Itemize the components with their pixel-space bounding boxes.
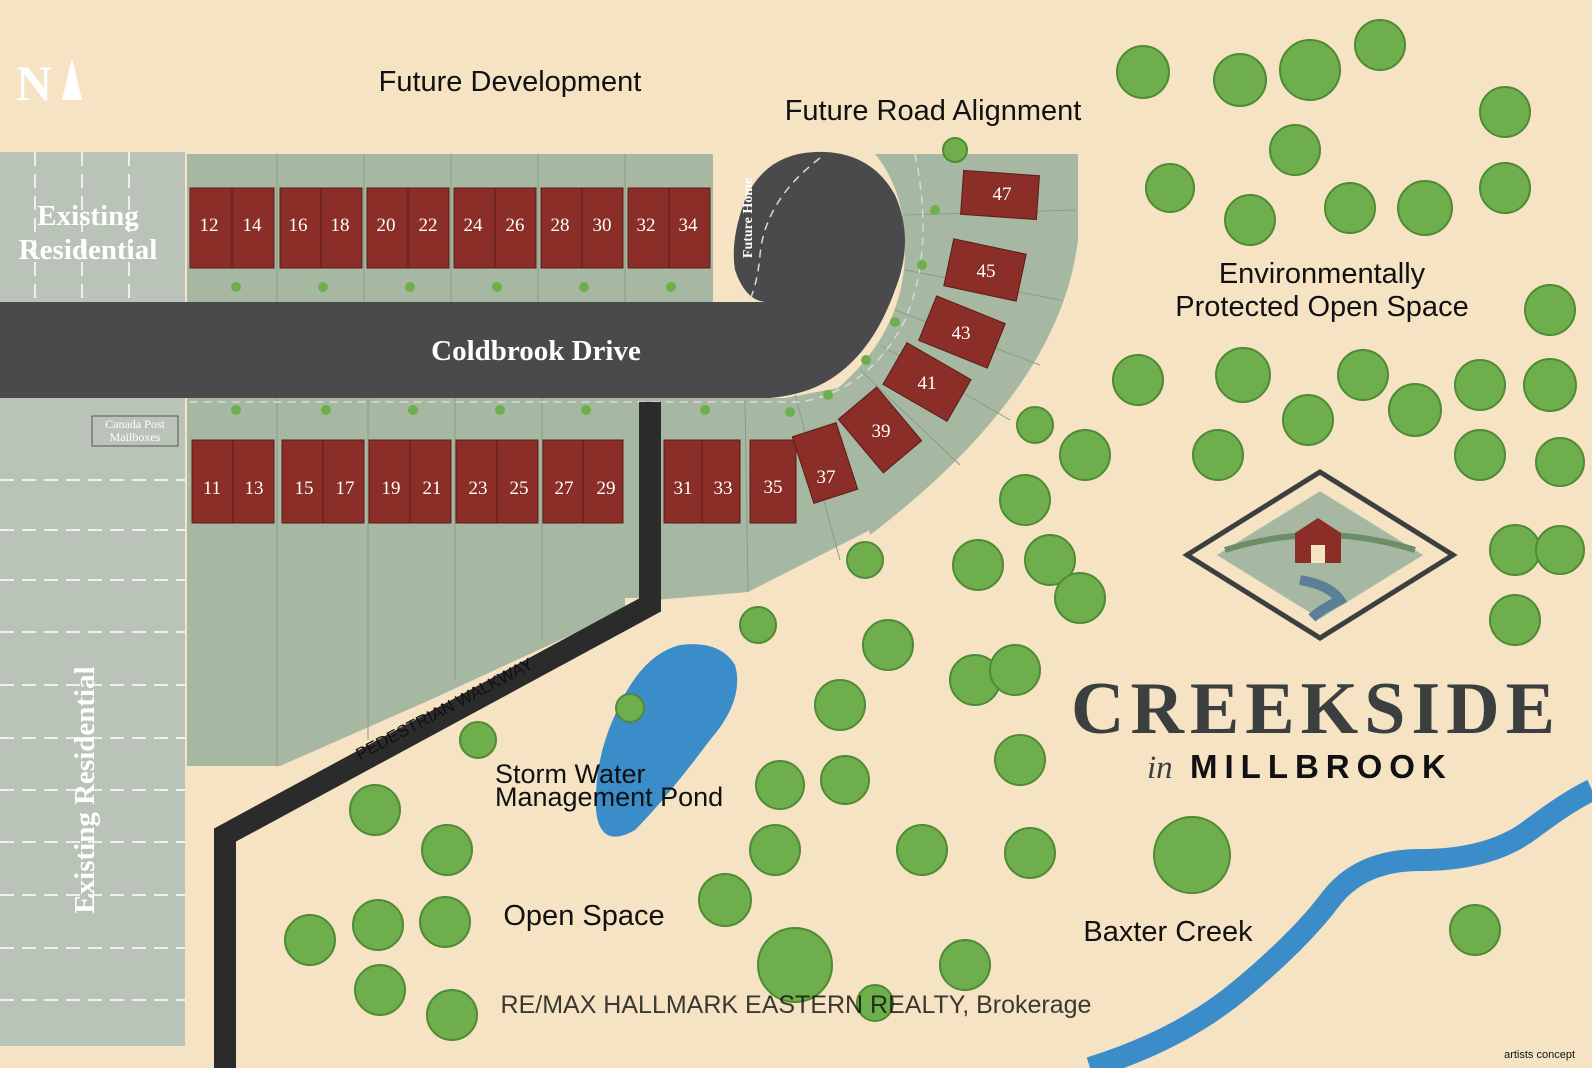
future-home-label: Future Home [741, 178, 756, 258]
lot-41-label: 41 [918, 373, 937, 394]
environmentally-protected-label-1: Environmentally [1219, 258, 1426, 290]
environmentally-protected-label-2: Protected Open Space [1175, 291, 1468, 323]
lot-12-label: 12 [200, 215, 219, 236]
lot-47-label: 47 [993, 184, 1012, 205]
lot-39-label: 39 [872, 421, 891, 442]
future-development-label: Future Development [379, 66, 642, 98]
pond-label-2: Management Pond [495, 782, 723, 812]
future-road-alignment-label: Future Road Alignment [785, 95, 1082, 127]
lot-23-label: 23 [469, 478, 488, 499]
existing-residential-top-label-2: Residential [19, 234, 158, 266]
artists-concept-note: artists concept [1504, 1049, 1575, 1061]
lot-33-label: 33 [714, 478, 733, 499]
lot-25-label: 25 [510, 478, 529, 499]
north-arrow-icon: N [16, 55, 82, 111]
lot-17-label: 17 [336, 478, 355, 499]
coldbrook-drive-road [0, 151, 924, 403]
storm-water-pond [595, 644, 738, 837]
lot-18-label: 18 [331, 215, 350, 236]
street-trees [231, 205, 940, 417]
existing-residential-side-label: Existing Residential [69, 666, 101, 913]
svg-text:Mailboxes: Mailboxes [110, 430, 161, 444]
svg-text:N: N [16, 55, 52, 111]
lot-30-label: 30 [593, 215, 612, 236]
brokerage-watermark: RE/MAX HALLMARK EASTERN REALTY, Brokerag… [501, 991, 1092, 1019]
lot-37-label: 37 [817, 467, 836, 488]
canada-post-mailboxes: Canada Post Mailboxes [91, 415, 179, 447]
lot-21-label: 21 [423, 478, 442, 499]
brand-millbrook: MILLBROOK [1190, 748, 1453, 785]
north-lots [187, 154, 713, 302]
lot-31-label: 31 [674, 478, 693, 499]
baxter-creek-stream [1086, 779, 1592, 1068]
lot-22-label: 22 [419, 215, 438, 236]
curve-houses [791, 169, 1040, 505]
existing-residential-area [0, 152, 185, 1046]
lot-45-label: 45 [977, 261, 996, 282]
north-houses [189, 187, 711, 269]
baxter-creek-label: Baxter Creek [1083, 916, 1253, 948]
lot-13-label: 13 [245, 478, 264, 499]
lot-43-label: 43 [952, 323, 971, 344]
lot-14-label: 14 [243, 215, 263, 236]
brand-in: in [1147, 750, 1173, 786]
lot-number-labels: 12 14 16 18 20 22 24 26 28 30 32 34 11 1… [200, 184, 1012, 499]
lot-35-label: 35 [764, 477, 783, 498]
brand-name-creekside: CREEKSIDE [1071, 668, 1561, 750]
trees [284, 19, 1585, 1041]
lot-20-label: 20 [377, 215, 396, 236]
lot-16-label: 16 [289, 215, 308, 236]
south-houses [191, 439, 797, 524]
lot-32-label: 32 [637, 215, 656, 236]
lot-11-label: 11 [203, 478, 221, 499]
lot-27-label: 27 [555, 478, 574, 499]
lot-28-label: 28 [551, 215, 570, 236]
lot-26-label: 26 [506, 215, 525, 236]
lot-19-label: 19 [382, 478, 401, 499]
open-space-label: Open Space [503, 900, 664, 932]
lot-15-label: 15 [295, 478, 314, 499]
pond-label-1: Storm Water [495, 759, 646, 789]
lot-29-label: 29 [597, 478, 616, 499]
svg-text:Canada Post: Canada Post [105, 417, 165, 431]
pedestrian-walkway [214, 402, 661, 1068]
existing-residential-top-label-1: Existing [37, 200, 139, 232]
coldbrook-drive-label: Coldbrook Drive [431, 335, 641, 367]
lot-24-label: 24 [464, 215, 484, 236]
lot-34-label: 34 [679, 215, 699, 236]
creekside-logo [1182, 469, 1458, 641]
